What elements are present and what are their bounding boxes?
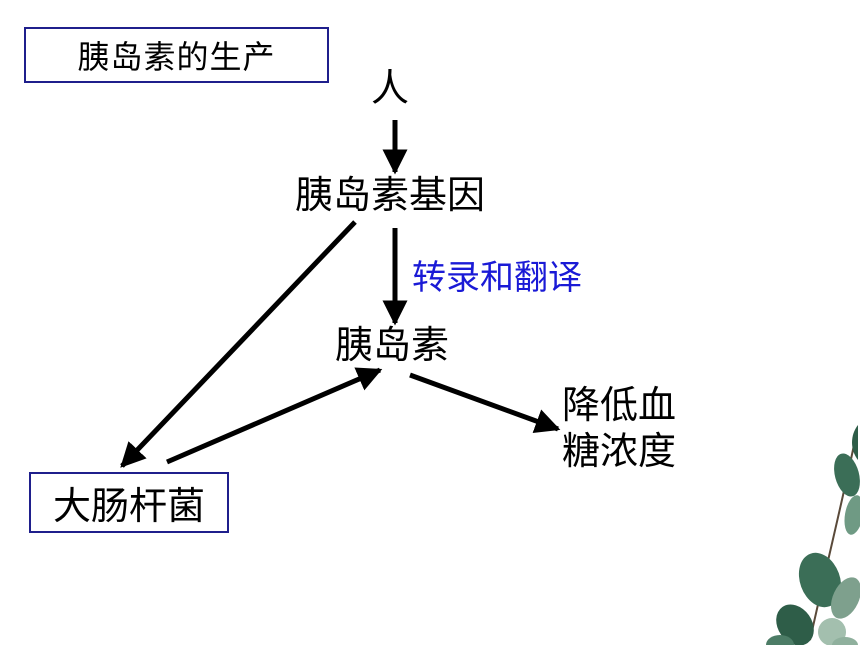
effect-line-1: 降低血 xyxy=(562,383,677,427)
arrow-gene-to-ecoli xyxy=(120,220,357,468)
node-ecoli-box: 大肠杆菌 xyxy=(29,472,229,533)
slide-title: 胰岛素的生产 xyxy=(77,38,276,76)
node-person: 人 xyxy=(371,66,410,110)
node-lower-blood-sugar: 降低血 糖浓度 xyxy=(562,382,702,475)
decorative-leaves-icon xyxy=(766,425,860,645)
node-insulin-gene: 胰岛素基因 xyxy=(295,173,486,217)
node-ecoli: 大肠杆菌 xyxy=(52,484,205,528)
arrow-ecoli-to-insulin xyxy=(166,367,383,465)
title-box: 胰岛素的生产 xyxy=(24,27,329,83)
label-transcription-translation: 转录和翻译 xyxy=(412,258,582,298)
effect-line-2: 糖浓度 xyxy=(562,429,677,474)
node-insulin: 胰岛素 xyxy=(335,323,450,367)
arrow-insulin-to-effect xyxy=(409,372,561,434)
